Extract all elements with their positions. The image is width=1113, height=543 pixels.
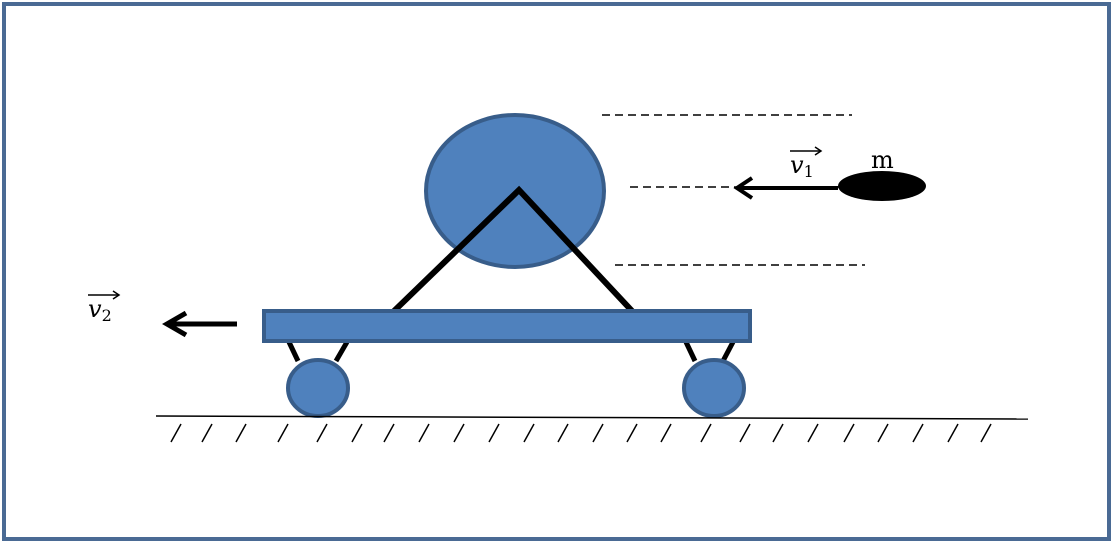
ground-hatch-mark (626, 423, 638, 443)
ground-hatch-mark (523, 423, 535, 443)
wheel-strut-left-a (286, 340, 301, 363)
label-v2-base: v (88, 295, 102, 323)
ground-hatch-mark (351, 423, 363, 443)
ground-line (155, 415, 1029, 420)
wheel-strut-right-a (683, 340, 698, 363)
cart-platform (262, 309, 752, 343)
ground-hatch-mark (739, 423, 751, 443)
projectile-mass (838, 171, 926, 201)
ground-hatch-mark (201, 423, 213, 443)
label-v2: v2 (88, 297, 112, 324)
ground-hatch-mark (453, 423, 465, 443)
ground-hatch-mark (277, 423, 289, 443)
ground-hatch-mark (877, 423, 889, 443)
ground-hatching (170, 423, 992, 443)
wheel-left (286, 358, 350, 418)
label-v1-sub: 1 (803, 162, 814, 181)
ground-hatch-mark (843, 423, 855, 443)
velocity-arrow-v2-head (162, 310, 188, 338)
ground-hatch-mark (980, 423, 992, 443)
ground-hatch-mark (557, 423, 569, 443)
support-frame (390, 185, 636, 315)
ground-hatch-mark (807, 423, 819, 443)
ground-hatch-mark (592, 423, 604, 443)
ground-hatch-mark (316, 423, 328, 443)
vector-arrow-icon (88, 290, 121, 300)
ground-hatch-mark (700, 423, 712, 443)
label-mass: m (871, 146, 894, 174)
ground-hatch-mark (488, 423, 500, 443)
vector-arrow-icon (790, 146, 823, 156)
label-v1: v1 (790, 153, 814, 180)
wheel-strut-left-b (333, 340, 350, 363)
wheel-right (682, 358, 746, 418)
label-v1-base: v (790, 151, 804, 179)
ground-hatch-mark (235, 423, 247, 443)
ground-hatch-mark (383, 423, 395, 443)
ground-hatch-mark (418, 423, 430, 443)
ground-hatch-mark (947, 423, 959, 443)
label-v2-sub: 2 (101, 306, 112, 325)
wheel-strut-right-b (720, 340, 736, 363)
ground-hatch-mark (772, 423, 784, 443)
velocity-arrow-v1-head (733, 176, 754, 200)
ground-hatch-mark (170, 423, 182, 443)
ground-hatch-mark (912, 423, 924, 443)
ground-hatch-mark (660, 423, 672, 443)
